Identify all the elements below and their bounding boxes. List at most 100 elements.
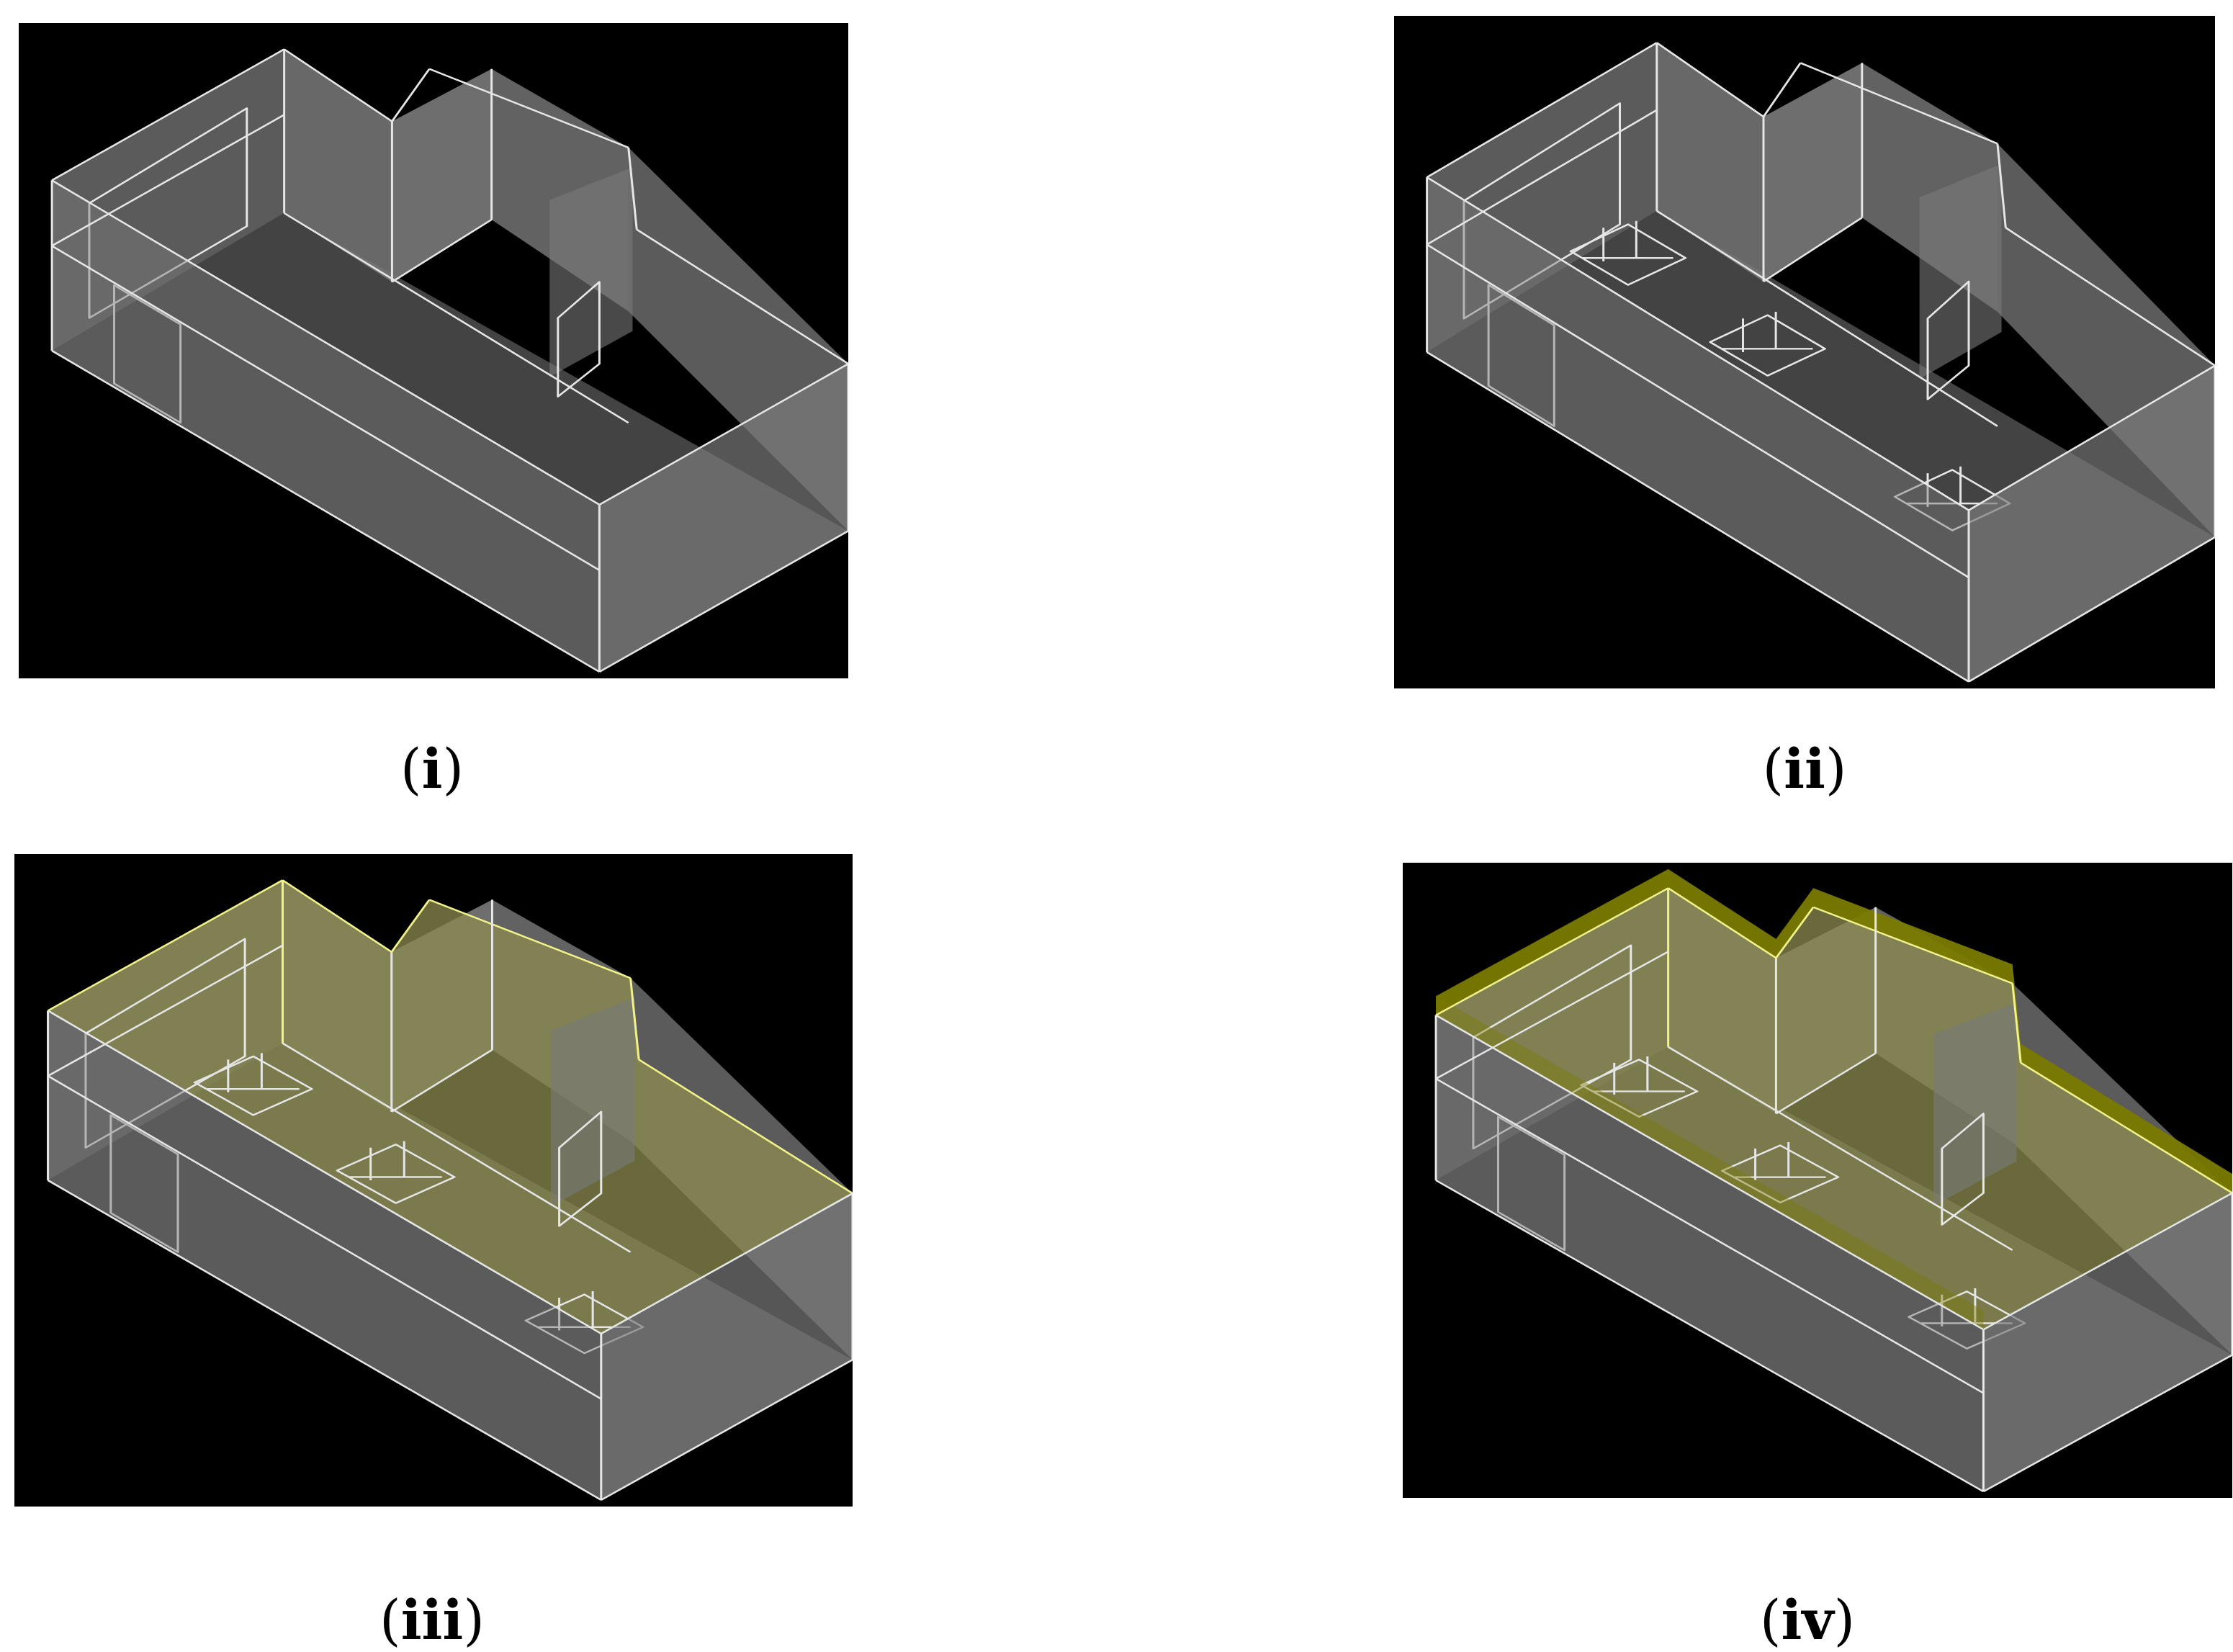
room-model-i: [50, 48, 848, 673]
panel-ii-mid-line-back: [1426, 109, 1658, 246]
panel-ii-desk-1: [1569, 223, 1687, 286]
caption-ii-label: ii: [1784, 737, 1825, 801]
panel-i-front-wall: [52, 180, 600, 672]
panel-ii-right-wall: [1969, 365, 2215, 682]
panel-iv-front-top-edge: [1435, 1014, 1985, 1331]
panel-ii-notch-wall: [1764, 63, 1862, 282]
panel-iii: [14, 854, 853, 1507]
panel-iv-mid-line-back: [1435, 951, 1669, 1079]
panel-iii-right-wall: [601, 1193, 853, 1500]
panel-ii-notch-floor-edge: [1763, 217, 1863, 282]
panel-iii-ceiling-plane: [48, 880, 853, 1334]
panel-ii-roof-edge-6: [2005, 227, 2215, 367]
panel-iv-door-side: [1941, 1113, 1985, 1226]
panel-ii-desk-2: [1709, 314, 1826, 377]
panel-ii-right-bottom-edge: [1968, 536, 2215, 683]
panel-iv-notch-floor-edge: [1775, 1052, 1877, 1115]
panel-i-door-front: [112, 284, 182, 424]
panel-ii-floor-back-edge: [1655, 210, 1998, 427]
panel-iii-roof-edge-6: [638, 1059, 853, 1195]
panel-i-right-top-edge: [598, 363, 848, 506]
panel-i-front-top-edge: [51, 179, 601, 506]
panel-iv-roof-edge-6: [2020, 1061, 2232, 1194]
panel-iii-mid-line: [47, 1075, 602, 1400]
panel-i-roof-edge-3: [391, 68, 431, 122]
panel-i-pillar: [549, 167, 633, 377]
panel-iv-desk-2: [1721, 1144, 1840, 1204]
panel-iii-door-front: [109, 1114, 179, 1253]
panel-iii-front-top-edge: [47, 1010, 602, 1334]
panel-iii-pillar: [550, 997, 635, 1207]
panel-iii-notch-floor-edge: [390, 1049, 493, 1113]
panel-iii-floor-back-edge: [282, 1042, 632, 1253]
panel-i-roof-edge-5: [627, 147, 638, 230]
panel-i-back-wall-a: [284, 49, 392, 282]
panel-iii-front-bottom-edge: [47, 1180, 602, 1501]
panel-i-right-bottom-edge: [598, 530, 848, 673]
room-model-iii: [47, 879, 853, 1501]
panel-iii-right-top-edge: [600, 1193, 853, 1334]
panel-ii-roof-edge-3: [1762, 62, 1802, 117]
panel-i-roof-edge-2: [283, 48, 393, 122]
panel-iv-door-front: [1496, 1115, 1566, 1252]
caption-i: (i): [400, 737, 464, 801]
panel-iv-window: [1472, 944, 1632, 1150]
caption-iii-label: iii: [400, 1588, 464, 1652]
panel-iii-desk-1: [193, 1055, 313, 1116]
panel-i-mid-line-back: [51, 114, 285, 247]
panel-i: [19, 23, 848, 678]
panel-i-right-wall: [599, 364, 848, 672]
panel-iii-right-bottom-edge: [600, 1359, 853, 1501]
panel-ii-door-front: [1487, 284, 1555, 427]
panel-i-notch-wall: [392, 68, 492, 282]
panel-iv-right-top-edge: [1982, 1192, 2232, 1331]
caption-iv-label: iv: [1781, 1588, 1834, 1652]
panel-ii-back-wall-a: [1656, 42, 1764, 282]
panel-i-floor-back-edge: [283, 212, 629, 424]
panel-iii-window: [84, 938, 246, 1149]
panel-iv: [1403, 863, 2232, 1498]
panel-ii-roof-edge-1: [1426, 42, 1658, 179]
panel-iii-roof-edge-1: [47, 879, 284, 1012]
panel-iii-front-wall: [48, 1010, 601, 1500]
panel-i-roof-edge-1: [51, 48, 285, 181]
panel-iv-floor-back-edge: [1667, 1046, 2013, 1251]
panel-iv-right-bottom-edge: [1982, 1354, 2232, 1493]
panel-ii-roof-edge-4: [1800, 62, 1998, 145]
panel-iii-roof-edge-5: [629, 978, 640, 1060]
panel-iv-mid-line: [1435, 1077, 1985, 1394]
panel-iv-pillar: [1933, 1002, 2017, 1206]
panel-iii-door-side: [558, 1110, 603, 1227]
panel-i-roof-edge-6: [636, 228, 848, 365]
panel-iv-front-bottom-edge: [1435, 1180, 1985, 1493]
panel-iv-roof-edge-4: [1812, 906, 2013, 984]
panel-i-mid-line: [51, 245, 601, 571]
panel-i-window: [88, 107, 248, 319]
panel-ii-door-side: [1926, 280, 1970, 400]
panel-iii-roof-edge-3: [390, 899, 431, 953]
room-model-iv: [1434, 868, 2232, 1493]
panel-iv-right-wall: [1983, 1193, 2232, 1492]
panel-i-front-bottom-edge: [51, 350, 601, 673]
panel-iv-roof-edge-5: [2011, 983, 2022, 1063]
panel-iii-desk-2: [336, 1143, 456, 1204]
caption-iii: (iii): [379, 1588, 485, 1652]
panel-iv-roof-edge-3: [1775, 907, 1815, 959]
panel-ii-roof-edge-2: [1655, 42, 1764, 118]
panel-ii-roof-edge-5: [1996, 143, 2007, 228]
panel-ii-front-bottom-edge: [1426, 351, 1969, 683]
room-model-ii: [1426, 42, 2215, 683]
panel-iv-roof-edge-1: [1435, 887, 1669, 1016]
panel-ii-left-back-wall: [1426, 42, 1657, 353]
caption-ii: (ii): [1762, 737, 1847, 801]
panel-iii-roof-edge-4: [428, 899, 632, 979]
panel-iv-roof-edge-2: [1667, 887, 1777, 959]
panel-ii-pillar: [1919, 163, 2002, 380]
panel-iii-mid-line-back: [47, 944, 284, 1077]
panel-ii-front-top-edge: [1426, 176, 1969, 511]
panel-i-roof-edge-4: [428, 68, 629, 148]
panel-ii-right-top-edge: [1968, 364, 2215, 511]
panel-ii: [1394, 16, 2215, 688]
panel-iii-roof-edge-2: [282, 879, 392, 953]
panel-iv-slab-front: [1436, 996, 1984, 1330]
